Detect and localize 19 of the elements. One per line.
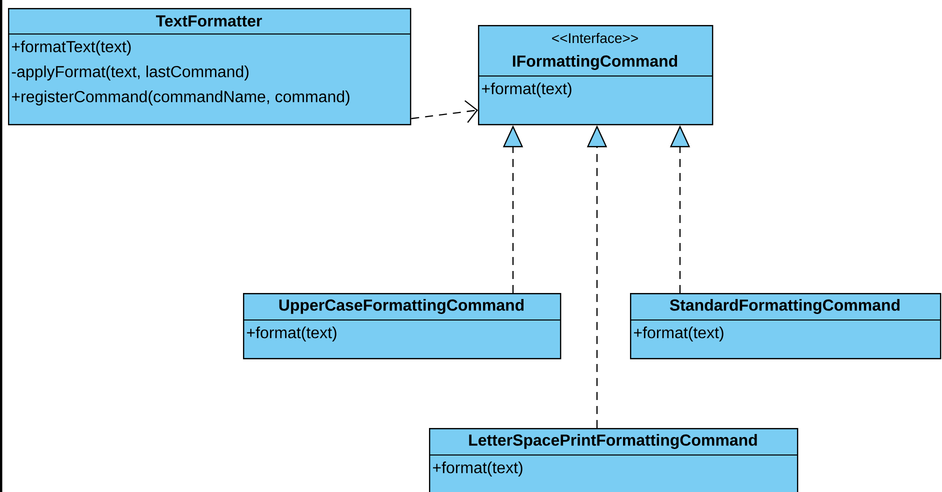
class-name: UpperCaseFormattingCommand <box>279 299 524 314</box>
class-box <box>242 293 562 360</box>
class-box <box>428 428 798 492</box>
class-box <box>630 293 942 360</box>
operation: -applyFormat(text, lastCommand) <box>12 66 248 80</box>
operation: +registerCommand(commandName, command) <box>12 90 350 106</box>
realization-arrow <box>411 100 478 123</box>
operation: +format(text) <box>482 82 572 98</box>
class-name: StandardFormattingCommand <box>670 299 900 314</box>
operation: +formatText(text) <box>12 40 131 56</box>
class-name: IFormattingCommand <box>512 55 678 70</box>
stereotype: <<Interface>> <box>552 32 638 44</box>
operation: +format(text) <box>634 326 724 342</box>
class-name: LetterSpacePrintFormattingCommand <box>469 434 757 449</box>
class-name: TextFormatter <box>156 15 262 27</box>
class-box <box>478 25 714 126</box>
operation: +format(text) <box>433 462 522 476</box>
operation: +format(text) <box>247 326 336 342</box>
class-box <box>8 8 412 126</box>
